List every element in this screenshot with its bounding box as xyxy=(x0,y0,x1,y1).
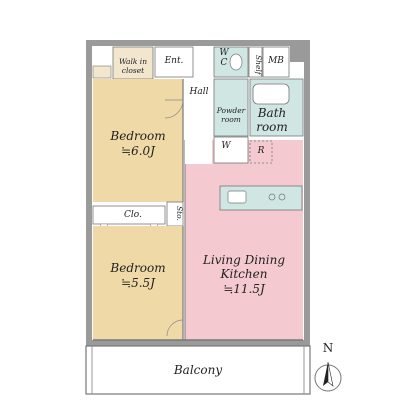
compass xyxy=(314,361,342,392)
compass-north-label: N xyxy=(322,341,334,355)
ldk-label-line2: Kitchen xyxy=(220,267,268,281)
shelf-label: Shelf xyxy=(254,55,263,75)
bedroom2-area xyxy=(93,226,183,340)
refrigerator-label: R xyxy=(257,146,265,156)
powder-room-label: Powder room xyxy=(216,106,246,124)
closet-label: Clo. xyxy=(124,210,142,220)
bath-room-label: Bath room xyxy=(256,106,288,134)
bedroom1-area xyxy=(93,79,183,202)
entrance-area xyxy=(154,46,194,78)
bedroom2-label: Bedroom xyxy=(110,261,166,275)
sink xyxy=(227,190,247,204)
shelf-area xyxy=(248,46,263,78)
balcony-label: Balcony xyxy=(173,363,223,377)
hall-label: Hall xyxy=(189,87,209,97)
entrance-label: Ent. xyxy=(164,56,184,66)
closet-area xyxy=(92,205,166,225)
ldk-area xyxy=(185,140,303,340)
mb-area xyxy=(262,46,290,78)
corner-shelf xyxy=(92,65,112,79)
washer-area xyxy=(213,136,249,164)
bathtub xyxy=(252,83,290,105)
hall-area xyxy=(185,79,212,164)
ldk-size: ≒11.5J xyxy=(223,282,265,296)
wc-label: W C xyxy=(219,48,229,69)
washer-label: W xyxy=(221,141,231,151)
wall-notch xyxy=(290,40,310,62)
bedroom1-size: ≒6.0J xyxy=(121,144,155,158)
walk-in-closet-label: Walk in closet xyxy=(118,57,148,75)
mb-label: MB xyxy=(268,56,284,66)
balcony-area xyxy=(85,345,311,395)
bedroom1-label: Bedroom xyxy=(110,129,166,143)
bedroom2-size: ≒5.5J xyxy=(121,276,155,290)
ldk-label-line1: Living Dining xyxy=(202,253,286,267)
refrigerator-space xyxy=(249,140,273,164)
powder-room-area xyxy=(213,78,249,137)
storage-label: Sto. xyxy=(175,206,184,221)
